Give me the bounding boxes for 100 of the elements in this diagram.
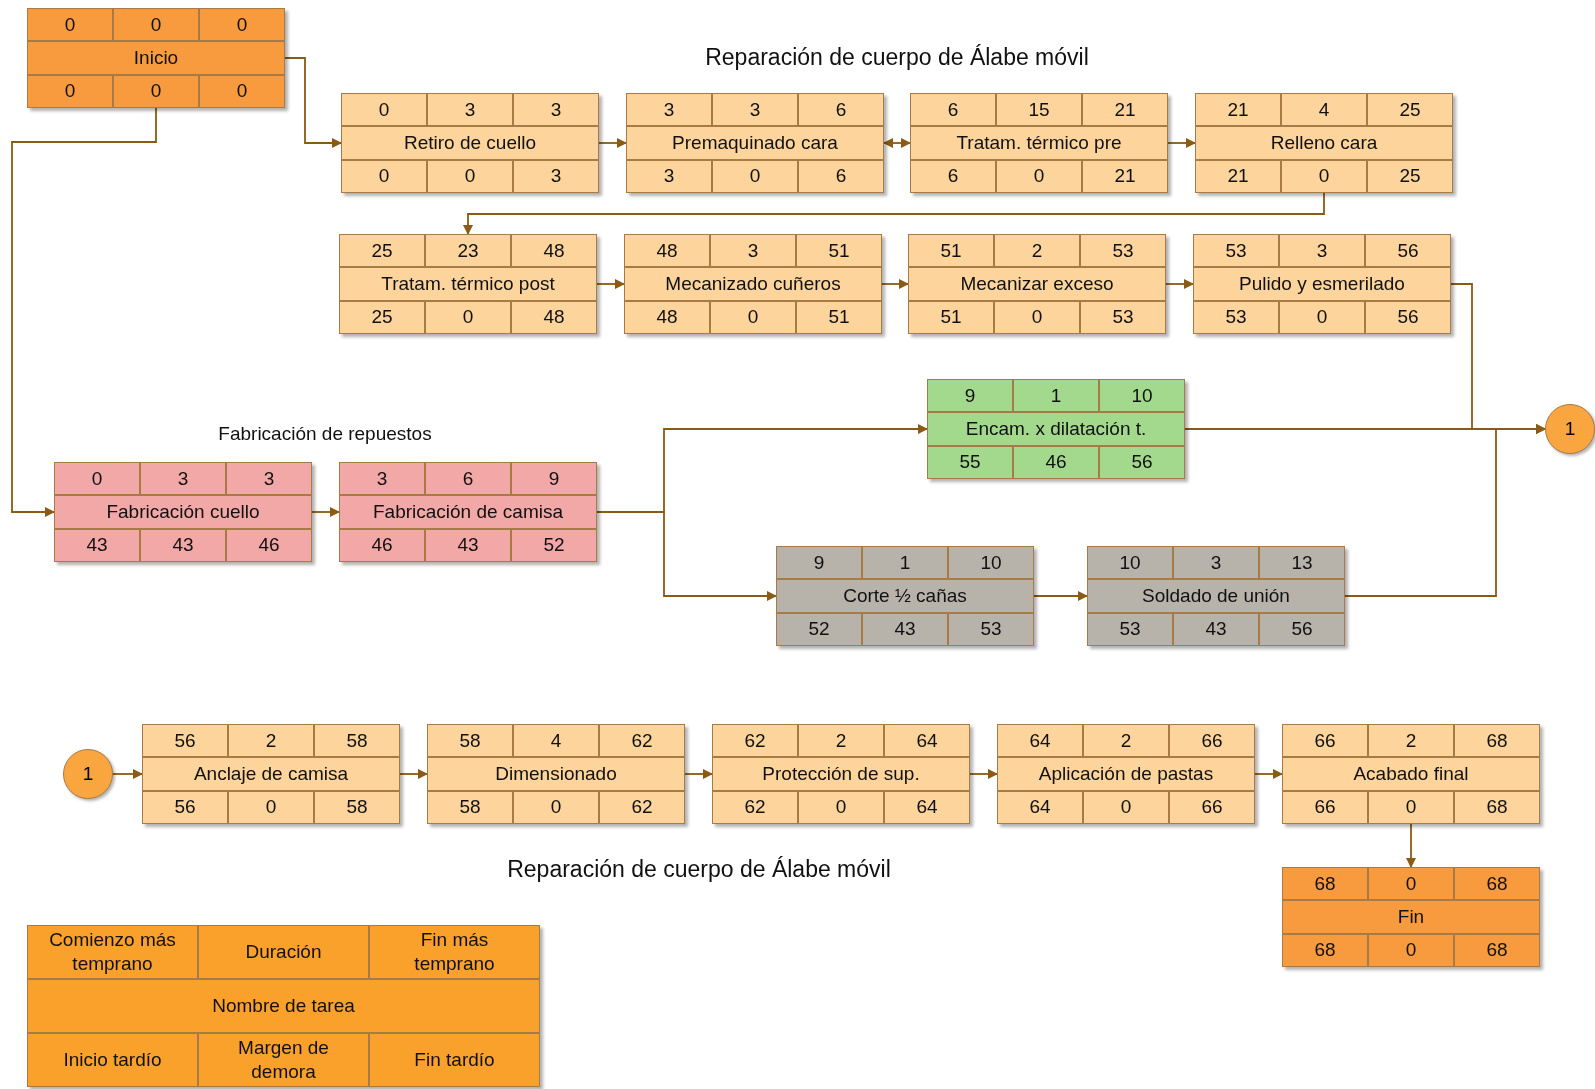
number-cell: 21 (1195, 93, 1281, 127)
number-cell: 0 (341, 159, 427, 193)
number-cell: 6 (798, 93, 884, 127)
number-cell: 58 (314, 724, 400, 758)
arrow (596, 279, 625, 289)
number-cell: 25 (1367, 93, 1453, 127)
number-cell: 0 (113, 74, 199, 108)
number-cell: 25 (1367, 159, 1453, 193)
number-cell: 48 (624, 300, 710, 334)
number-cell: 66 (1282, 724, 1368, 758)
number-cell: 51 (908, 234, 994, 268)
activity-node (427, 724, 685, 824)
number-cell: 48 (511, 300, 597, 334)
number-cell: 25 (339, 300, 425, 334)
number-cell: 68 (1454, 867, 1540, 901)
number-cell: 0 (1368, 790, 1454, 824)
activity-node (339, 234, 597, 334)
activity-node (910, 93, 1168, 193)
number-cell: 3 (1173, 546, 1259, 580)
task-name-cell: Acabado final (1282, 757, 1540, 791)
number-cell: 58 (427, 724, 513, 758)
activity-node (341, 93, 599, 193)
number-cell: 0 (341, 93, 427, 127)
number-cell: 46 (226, 528, 312, 562)
number-cell: 62 (599, 790, 685, 824)
number-cell: 15 (996, 93, 1082, 127)
number-cell: 46 (1013, 445, 1099, 479)
number-cell: 6 (910, 159, 996, 193)
number-cell: 62 (712, 790, 798, 824)
activity-node (1087, 546, 1345, 646)
arrow (1167, 138, 1196, 148)
legend-field: Margen de demora (198, 1033, 369, 1087)
number-cell: 0 (27, 74, 113, 108)
number-cell: 25 (339, 234, 425, 268)
activity-node (776, 546, 1034, 646)
number-cell: 3 (626, 93, 712, 127)
arrow (883, 138, 911, 148)
arrow (311, 507, 340, 517)
number-cell: 53 (1087, 612, 1173, 646)
number-cell: 9 (927, 379, 1013, 413)
number-cell: 6 (910, 93, 996, 127)
number-cell: 52 (511, 528, 597, 562)
number-cell: 6 (425, 462, 511, 496)
arrow (399, 769, 428, 779)
section-heading: Fabricación de repuestos (218, 422, 432, 446)
number-cell: 3 (626, 159, 712, 193)
number-cell: 3 (226, 462, 312, 496)
activity-node (624, 234, 882, 334)
task-name-cell: Protección de sup. (712, 757, 970, 791)
arrow (1406, 823, 1416, 868)
arrow (596, 511, 777, 601)
number-cell: 2 (798, 724, 884, 758)
number-cell: 55 (927, 445, 1013, 479)
task-name-cell: Fabricación de camisa (339, 495, 597, 529)
number-cell: 0 (1279, 300, 1365, 334)
task-name-cell: Tratam. térmico pre (910, 126, 1168, 160)
legend-field: Duración (198, 925, 369, 979)
task-name-cell: Retiro de cuello (341, 126, 599, 160)
number-cell: 66 (1169, 790, 1255, 824)
task-name-cell: Fabricación cuello (54, 495, 312, 529)
task-name-cell: Soldado de unión (1087, 579, 1345, 613)
task-name-cell: Aplicación de pastas (997, 757, 1255, 791)
number-cell: 56 (142, 724, 228, 758)
arrow (1033, 591, 1088, 601)
task-name-cell: Anclaje de camisa (142, 757, 400, 791)
number-cell: 3 (427, 93, 513, 127)
number-cell: 0 (996, 159, 1082, 193)
number-cell: 52 (776, 612, 862, 646)
number-cell: 51 (796, 234, 882, 268)
number-cell: 53 (1193, 234, 1279, 268)
number-cell: 3 (710, 234, 796, 268)
arrow (684, 769, 713, 779)
arrow (284, 57, 342, 148)
number-cell: 3 (140, 462, 226, 496)
number-cell: 4 (1281, 93, 1367, 127)
number-cell: 1 (1013, 379, 1099, 413)
number-cell: 6 (798, 159, 884, 193)
number-cell: 3 (513, 159, 599, 193)
activity-node (27, 8, 285, 108)
number-cell: 0 (1281, 159, 1367, 193)
number-cell: 53 (948, 612, 1034, 646)
number-cell: 68 (1282, 933, 1368, 967)
legend-field: Inicio tardío (27, 1033, 198, 1087)
number-cell: 56 (1365, 300, 1451, 334)
number-cell: 43 (1173, 612, 1259, 646)
number-cell: 46 (339, 528, 425, 562)
task-name-cell: Encam. x dilatación t. (927, 412, 1185, 446)
activity-node (54, 462, 312, 562)
number-cell: 68 (1454, 790, 1540, 824)
number-cell: 0 (199, 8, 285, 42)
number-cell: 64 (884, 724, 970, 758)
number-cell: 21 (1082, 159, 1168, 193)
number-cell: 43 (54, 528, 140, 562)
number-cell: 0 (1083, 790, 1169, 824)
number-cell: 68 (1454, 933, 1540, 967)
legend-field: Fin más temprano (369, 925, 540, 979)
activity-node (1282, 867, 1540, 967)
number-cell: 0 (199, 74, 285, 108)
activity-node (1282, 724, 1540, 824)
arrow (969, 769, 998, 779)
